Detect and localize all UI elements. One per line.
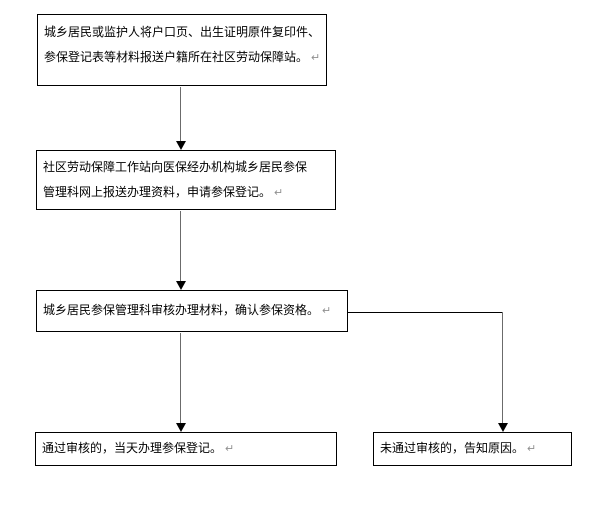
arrow-shaft bbox=[180, 87, 181, 141]
connector-elbow-line bbox=[348, 312, 502, 313]
flow-step-text-line: 通过审核的，当天办理参保登记。↵ bbox=[36, 436, 336, 462]
flow-step-text: 未通过审核的，告知原因。 bbox=[380, 441, 525, 455]
flow-step-text: 社区劳动保障工作站向医保经办机构城乡居民参保 bbox=[43, 160, 308, 174]
flow-step-text: 通过审核的，当天办理参保登记。 bbox=[42, 441, 223, 455]
flow-step-text-line: 未通过审核的，告知原因。↵ bbox=[374, 436, 571, 462]
arrow-down-icon bbox=[176, 423, 186, 432]
arrow-down-icon bbox=[176, 281, 186, 290]
arrow-shaft bbox=[180, 333, 181, 423]
flow-step-text: 城乡居民或监护人将户口页、出生证明原件复印件、 bbox=[44, 25, 321, 39]
flow-step-text-line: 城乡居民或监护人将户口页、出生证明原件复印件、 bbox=[38, 20, 326, 45]
arrow-down-icon bbox=[176, 141, 186, 150]
arrow-down-icon bbox=[498, 423, 508, 432]
flow-step-text-line: 管理科网上报送办理资料，申请参保登记。↵ bbox=[37, 180, 335, 206]
flow-step-rejected-result: 未通过审核的，告知原因。↵ bbox=[373, 432, 572, 466]
paragraph-mark-icon: ↵ bbox=[527, 443, 537, 455]
flow-step-text-line: 社区劳动保障工作站向医保经办机构城乡居民参保 bbox=[37, 155, 335, 180]
flow-step-text-line: 城乡居民参保管理科审核办理材料，确认参保资格。↵ bbox=[37, 298, 347, 324]
arrow-shaft bbox=[180, 211, 181, 281]
arrow-shaft bbox=[502, 312, 503, 423]
flow-step-online-application: 社区劳动保障工作站向医保经办机构城乡居民参保 管理科网上报送办理资料，申请参保登… bbox=[36, 150, 336, 210]
paragraph-mark-icon: ↵ bbox=[322, 305, 332, 317]
flow-step-text: 城乡居民参保管理科审核办理材料，确认参保资格。 bbox=[43, 303, 320, 317]
flow-step-text: 管理科网上报送办理资料，申请参保登记。 bbox=[43, 185, 272, 199]
paragraph-mark-icon: ↵ bbox=[274, 187, 284, 199]
flow-step-approved-result: 通过审核的，当天办理参保登记。↵ bbox=[35, 432, 337, 466]
paragraph-mark-icon: ↵ bbox=[311, 52, 321, 64]
flow-step-text-line: 参保登记表等材料报送户籍所在社区劳动保障站。↵ bbox=[38, 45, 326, 71]
flow-step-review: 城乡居民参保管理科审核办理材料，确认参保资格。↵ bbox=[36, 290, 348, 332]
flow-step-text: 参保登记表等材料报送户籍所在社区劳动保障站。 bbox=[44, 50, 309, 64]
flow-step-submit-materials: 城乡居民或监护人将户口页、出生证明原件复印件、 参保登记表等材料报送户籍所在社区… bbox=[37, 14, 327, 86]
paragraph-mark-icon: ↵ bbox=[225, 443, 235, 455]
